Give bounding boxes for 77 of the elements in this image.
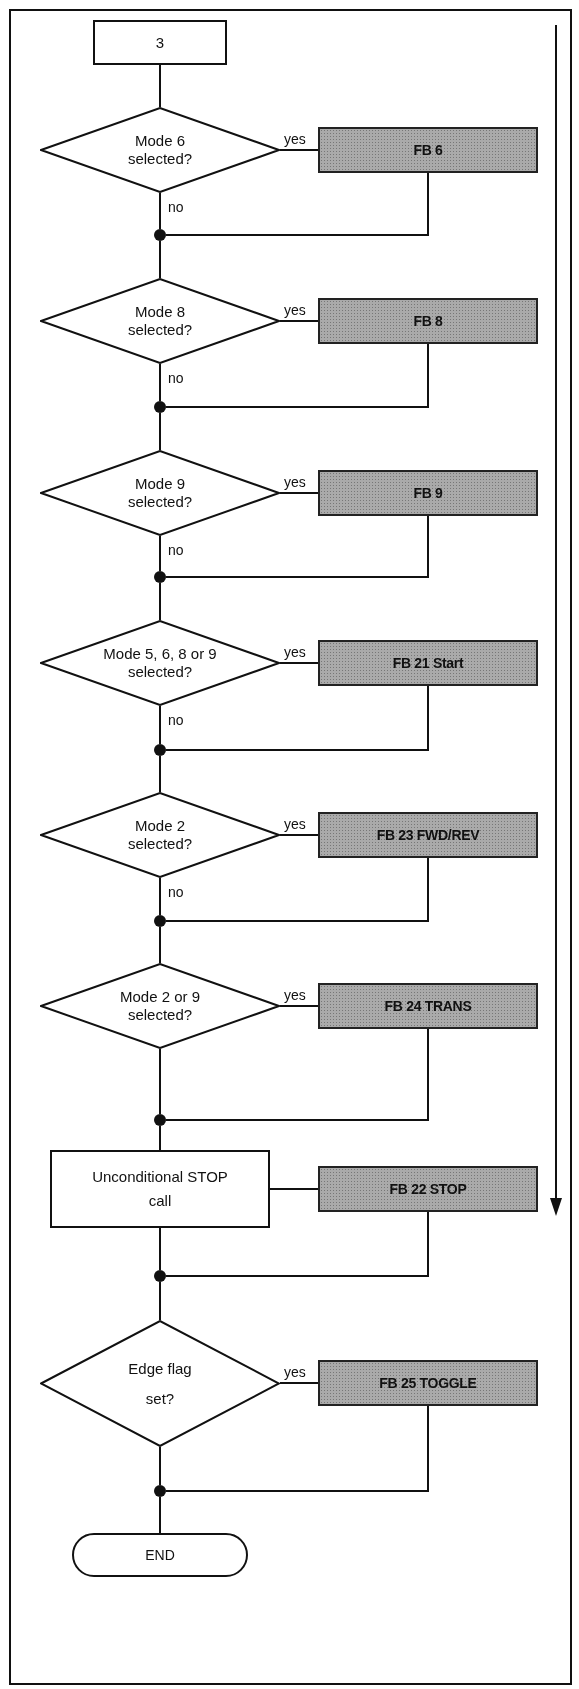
decision-diamond (40, 450, 280, 536)
junction-dot (154, 744, 166, 756)
block-text: FB 25 TOGGLE (379, 1374, 477, 1392)
connector-line (159, 412, 161, 451)
connector-line (159, 705, 161, 745)
decision-diamond (40, 1320, 280, 1447)
function-block (318, 983, 538, 1029)
decision-diamond (40, 963, 280, 1049)
junction-dot (154, 1485, 166, 1497)
function-block (318, 298, 538, 344)
block-text: FB 22 STOP (389, 1180, 467, 1198)
connector-line (159, 755, 161, 793)
connector-line (165, 343, 429, 408)
connector-line (159, 535, 161, 572)
junction-dot (154, 1270, 166, 1282)
connector-line (159, 926, 161, 964)
connector-line (279, 1005, 319, 1007)
connector-line (269, 1188, 319, 1190)
connector-line (165, 172, 429, 236)
decision-diamond (40, 278, 280, 364)
connector-line (159, 1446, 161, 1486)
block-text: FB 6 (413, 141, 443, 159)
connector-line (159, 582, 161, 621)
connector-line (165, 1028, 429, 1121)
connector-line (279, 320, 319, 322)
decision-text: Mode 5, 6, 8 or 9 selected? (102, 645, 218, 681)
decision-text: Mode 2 selected? (126, 817, 194, 853)
function-block (318, 1166, 538, 1212)
connector-line (279, 149, 319, 151)
junction-dot (154, 571, 166, 583)
connector-line (279, 662, 319, 664)
block-text: FB 24 TRANS (384, 997, 472, 1015)
connector-line (165, 1405, 429, 1492)
function-block (318, 1360, 538, 1406)
junction-dot (154, 1114, 166, 1126)
decision-text: Mode 6 selected? (126, 132, 194, 168)
block-text: FB 9 (413, 484, 443, 502)
connector-line (159, 1496, 161, 1534)
decision-text: Mode 8 selected? (126, 303, 194, 339)
connector-line (165, 857, 429, 922)
function-block (318, 812, 538, 858)
decision-diamond (40, 107, 280, 193)
connector-line (159, 877, 161, 916)
decision-text: Edge flag set? (127, 1358, 193, 1409)
function-block (318, 127, 538, 173)
connector-line (279, 834, 319, 836)
connector-line (159, 1048, 161, 1115)
process-text: 3 (155, 32, 165, 53)
connector-line (279, 492, 319, 494)
junction-dot (154, 229, 166, 241)
terminator-text: END (145, 1546, 175, 1564)
function-block (318, 640, 538, 686)
block-text: FB 21 Start (392, 654, 464, 672)
process-box (93, 20, 227, 65)
junction-dot (154, 401, 166, 413)
connector-line (159, 363, 161, 402)
connector-line (159, 192, 161, 230)
block-text: FB 23 FWD/REV (376, 826, 480, 844)
junction-dot (154, 915, 166, 927)
connector-line (159, 1125, 161, 1151)
connector-line (279, 1382, 319, 1384)
connector-line (165, 1211, 429, 1277)
decision-diamond (40, 620, 280, 706)
function-block (318, 470, 538, 516)
process-text: Unconditional STOP call (91, 1167, 229, 1211)
connector-line (159, 1227, 161, 1271)
terminator (72, 1533, 248, 1577)
decision-diamond (40, 792, 280, 878)
connector-line (159, 64, 161, 108)
block-text: FB 8 (413, 312, 443, 330)
connector-line (165, 515, 429, 578)
process-box (50, 1150, 270, 1228)
connector-line (159, 1281, 161, 1321)
decision-text: Mode 9 selected? (126, 475, 194, 511)
connector-line (159, 240, 161, 279)
connector-line (165, 685, 429, 751)
decision-text: Mode 2 or 9 selected? (118, 988, 201, 1024)
